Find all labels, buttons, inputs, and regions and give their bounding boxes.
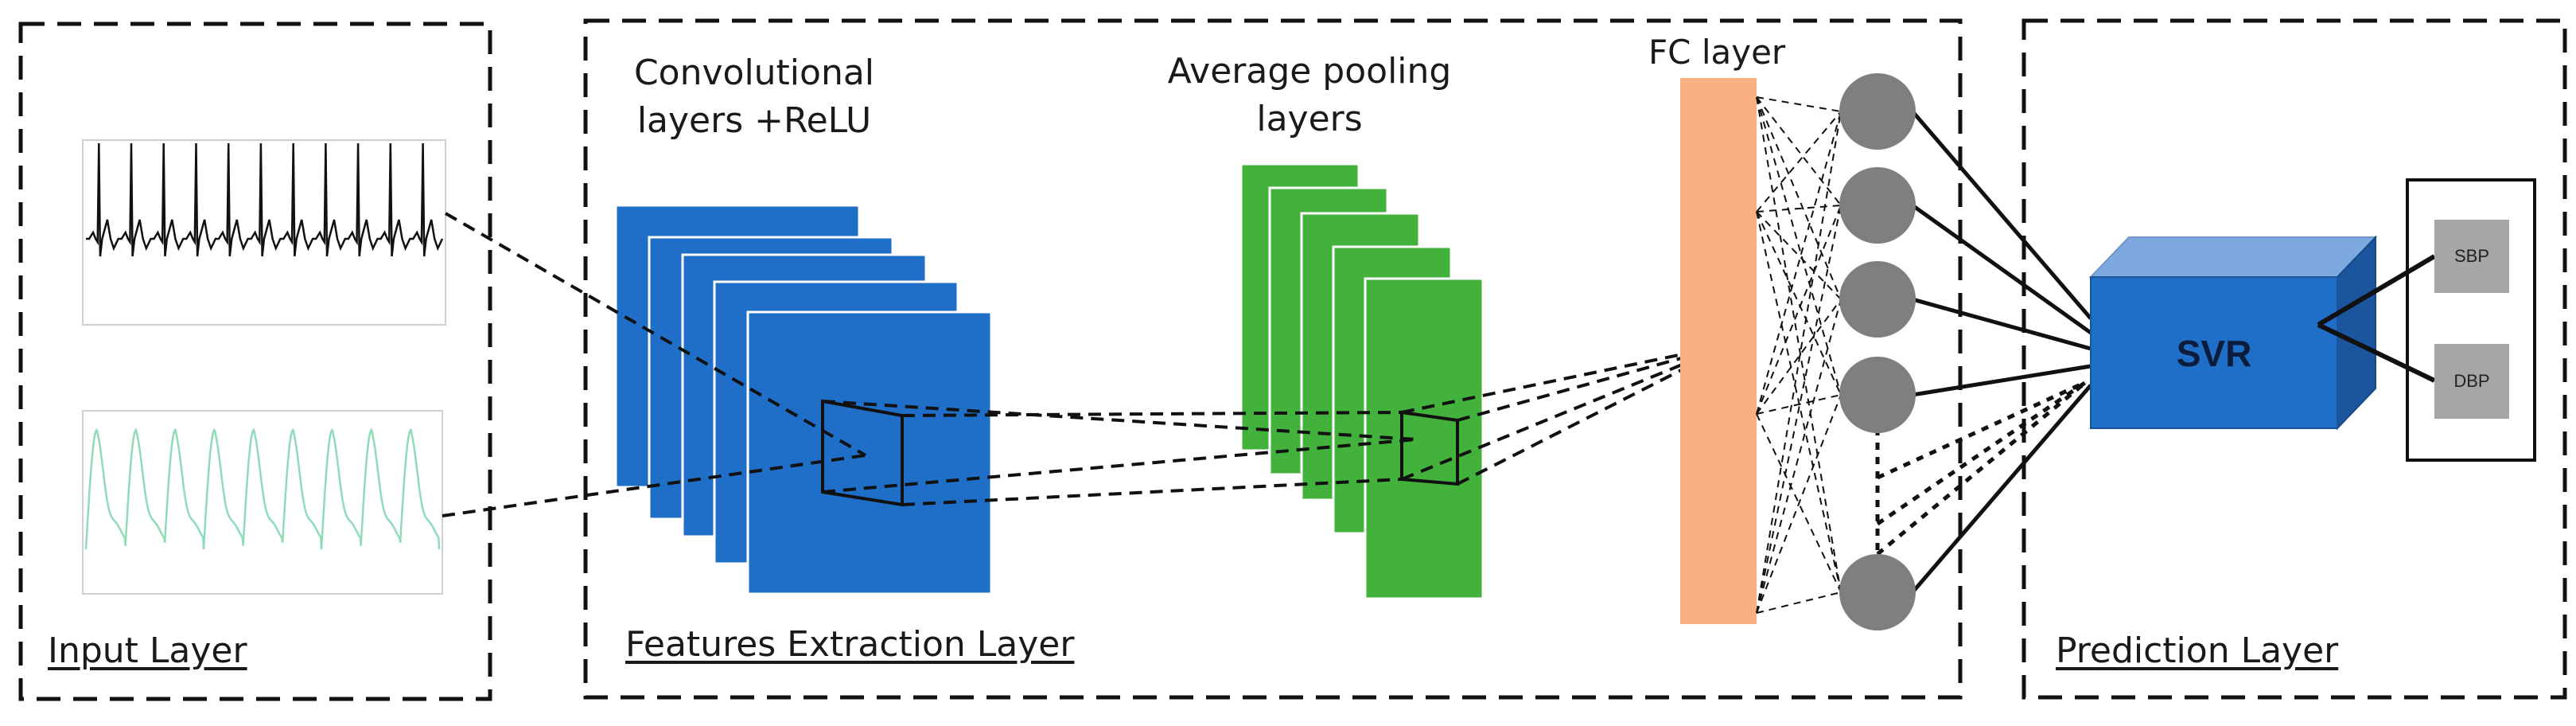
conv-map-5	[746, 310, 993, 595]
fc-connection-19	[1756, 394, 1842, 614]
prediction-layer-frame	[2021, 18, 2567, 700]
fc-connection-10	[1756, 211, 1842, 593]
ppg-waveform	[84, 427, 441, 550]
conv-to-pool-line-1	[901, 411, 1403, 417]
fc-connection-20	[1756, 591, 1842, 614]
fc-layer-label: FC layer	[1648, 33, 1786, 72]
pool-label-line-2: layers	[1256, 99, 1363, 139]
conv-to-pool-line-3	[822, 400, 1417, 441]
fc-connection-7	[1756, 205, 1842, 213]
neuron-svr-line-1	[1911, 110, 2092, 320]
svr-top-face	[2088, 236, 2378, 278]
ecg-waveform	[86, 142, 444, 257]
features-layer-title: Features Extraction Layer	[625, 624, 1075, 665]
conv-layer-label: Convolutional layers +ReLU	[611, 49, 897, 145]
sbp-output-box	[2434, 220, 2509, 293]
dbp-output-box	[2434, 344, 2509, 419]
fc-to-neuron-connections	[1756, 96, 1842, 614]
neuron-svr-line-3	[1912, 297, 2092, 351]
pool-to-fc-line-1	[1401, 342, 1734, 414]
fc-connection-1	[1756, 96, 1842, 112]
fc-connection-2	[1756, 96, 1842, 206]
fc-connection-12	[1756, 205, 1842, 415]
neuron-svr-line-5	[1911, 384, 2092, 594]
input-layer-frame	[18, 21, 492, 701]
neuron-svr-line-2	[1911, 203, 2092, 335]
svr-block	[2088, 235, 2378, 431]
fc-connection-16	[1756, 111, 1842, 614]
svr-to-sbp-line	[2317, 254, 2436, 327]
neuron-gap-link-3	[1876, 381, 2088, 556]
neuron-gap-lines	[1875, 380, 2088, 556]
conv-to-pool-line-4	[822, 438, 1417, 494]
conv-feature-maps	[614, 204, 993, 595]
pool-layer-label: Average pooling layers	[1142, 48, 1477, 143]
ecg-signal-plot	[82, 139, 446, 326]
sbp-label: SBP	[2453, 246, 2490, 266]
pool-label-line-1: Average pooling	[1167, 51, 1452, 92]
neuron-to-svr-connections	[1911, 110, 2092, 594]
dbp-label: DBP	[2453, 371, 2490, 391]
neuron-2	[1839, 167, 1916, 244]
fc-layer-bar	[1680, 78, 1757, 624]
svr-front-face	[2090, 276, 2338, 429]
ecg-to-conv-line	[445, 212, 866, 457]
neuron-3	[1839, 261, 1916, 338]
fc-connection-18	[1756, 299, 1842, 614]
fc-connection-11	[1756, 111, 1842, 415]
neuron-svr-line-4	[1912, 364, 2092, 397]
fc-connection-6	[1756, 111, 1842, 213]
ppg-plot-frame	[82, 410, 443, 595]
fc-connection-9	[1756, 211, 1842, 396]
fc-connection-3	[1756, 96, 1842, 300]
prediction-layer-title: Prediction Layer	[2056, 630, 2339, 671]
fc-connection-8	[1756, 211, 1842, 300]
svr-to-dbp-line	[2317, 322, 2436, 383]
fc-neurons	[1839, 73, 1916, 630]
ppg-to-conv-line	[442, 454, 866, 517]
fc-connection-13	[1756, 299, 1842, 415]
ppg-signal-plot	[82, 410, 443, 595]
pooling-feature-maps	[1239, 162, 1485, 600]
conv-label-line-2: layers +ReLU	[636, 100, 872, 141]
fc-connection-17	[1756, 205, 1842, 614]
conv-to-pool-line-2	[901, 478, 1403, 506]
svr-label: SVR	[2176, 333, 2252, 374]
input-layer-title: Input Layer	[48, 630, 247, 671]
neuron-5	[1839, 554, 1916, 630]
neuron-4	[1839, 357, 1916, 433]
neuron-gap-link-1	[1876, 380, 2088, 480]
neuron-1	[1839, 73, 1916, 150]
fc-connection-4	[1756, 96, 1842, 396]
fc-connection-14	[1756, 394, 1842, 415]
pool-to-fc-line-4	[1401, 342, 1734, 481]
fc-connection-5	[1756, 96, 1842, 593]
conv-label-line-1: Convolutional	[633, 53, 875, 93]
